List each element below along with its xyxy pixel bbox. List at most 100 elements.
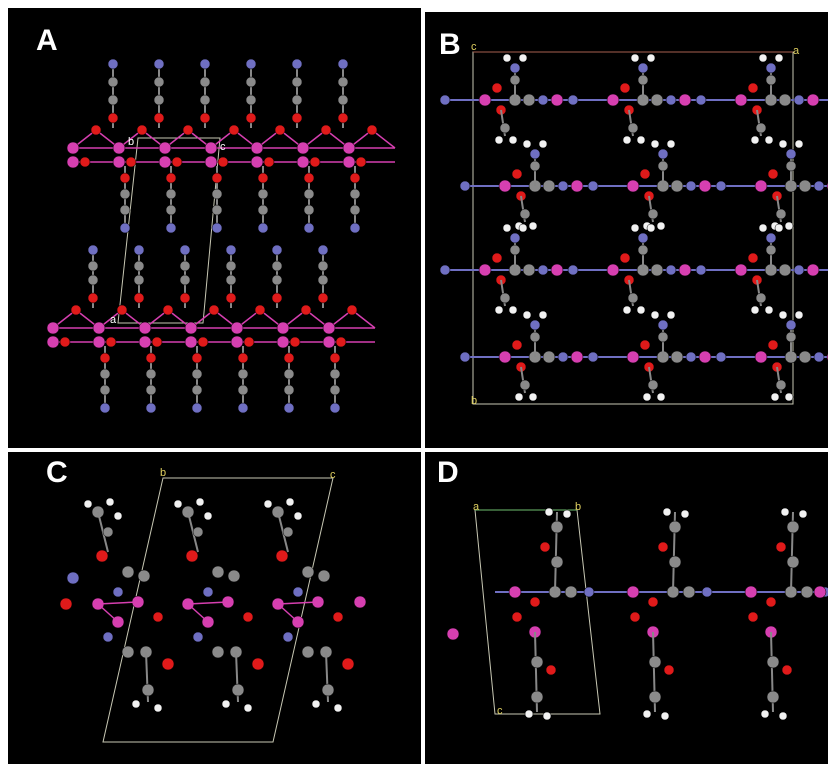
carbon-atom — [542, 350, 556, 364]
metal-atom — [92, 335, 106, 349]
carbon-atom — [153, 76, 165, 88]
hydrogen-atom — [642, 392, 652, 402]
nitrogen-atom — [813, 180, 825, 192]
nitrogen-atom — [537, 94, 549, 106]
hydrogen-atom — [508, 135, 518, 145]
nitrogen-atom — [459, 351, 471, 363]
hydrogen-atom — [680, 509, 690, 519]
metal-atom — [66, 141, 80, 155]
axis-label-b: b — [575, 501, 581, 513]
hydrogen-atom — [538, 310, 548, 320]
carbon-atom — [301, 645, 315, 659]
metal-atom — [446, 627, 460, 641]
nitrogen-atom — [685, 351, 697, 363]
oxygen-atom — [300, 304, 312, 316]
hydrogen-atom — [750, 305, 760, 315]
hydrogen-atom — [542, 711, 552, 721]
nitrogen-atom — [119, 222, 131, 234]
hydrogen-atom — [656, 392, 666, 402]
oxygen-atom — [332, 611, 344, 623]
oxygen-atom — [125, 156, 137, 168]
nitrogen-atom — [657, 319, 669, 331]
hydrogen-atom — [798, 509, 808, 519]
carbon-atom — [141, 683, 155, 697]
nitrogen-atom — [665, 94, 677, 106]
hydrogen-atom — [514, 392, 524, 402]
metal-atom — [230, 321, 244, 335]
axis-label-b: b — [160, 467, 166, 479]
carbon-atom — [199, 76, 211, 88]
hydrogen-atom — [293, 511, 303, 521]
carbon-atom — [785, 160, 797, 172]
nitrogen-atom — [793, 264, 805, 276]
hydrogen-atom — [544, 507, 554, 517]
carbon-atom — [670, 350, 684, 364]
carbon-atom — [225, 260, 237, 272]
metal-atom — [322, 321, 336, 335]
oxygen-atom — [491, 82, 503, 94]
nitrogen-atom — [192, 631, 204, 643]
carbon-atom — [798, 350, 812, 364]
hydrogen-atom — [646, 223, 656, 233]
carbon-atom — [637, 244, 649, 256]
carbon-atom — [119, 188, 131, 200]
oxygen-atom — [254, 304, 266, 316]
hydrogen-atom — [522, 310, 532, 320]
hydrogen-atom — [562, 509, 572, 519]
hydrogen-atom — [173, 499, 183, 509]
carbon-atom — [337, 94, 349, 106]
hydrogen-atom — [656, 221, 666, 231]
hydrogen-atom — [778, 310, 788, 320]
carbon-atom — [329, 384, 341, 396]
oxygen-atom — [153, 112, 165, 124]
carbon-atom — [271, 274, 283, 286]
hydrogen-atom — [494, 305, 504, 315]
oxygen-atom — [291, 112, 303, 124]
panel-d-letter: D — [437, 456, 459, 489]
hydrogen-atom — [770, 392, 780, 402]
metal-atom — [353, 595, 367, 609]
metal-atom — [138, 321, 152, 335]
hydrogen-atom — [522, 139, 532, 149]
nitrogen-atom — [99, 402, 111, 414]
carbon-atom — [317, 274, 329, 286]
oxygen-atom — [251, 657, 265, 671]
metal-atom — [184, 335, 198, 349]
metal-atom — [46, 335, 60, 349]
hydrogen-atom — [784, 221, 794, 231]
metal-atom — [322, 335, 336, 349]
carbon-atom — [237, 368, 249, 380]
hydrogen-atom — [758, 223, 768, 233]
nitrogen-atom — [637, 232, 649, 244]
carbon-atom — [509, 74, 521, 86]
oxygen-atom — [511, 168, 523, 180]
hydrogen-atom — [113, 511, 123, 521]
hydrogen-atom — [774, 53, 784, 63]
metal-atom — [498, 179, 512, 193]
metal-atom — [698, 350, 712, 364]
oxygen-atom — [257, 172, 269, 184]
oxygen-atom — [151, 336, 163, 348]
metal-atom — [204, 155, 218, 169]
metal-atom — [184, 321, 198, 335]
metal-atom — [826, 182, 828, 190]
nitrogen-atom — [102, 631, 114, 643]
carbon-atom — [775, 208, 787, 220]
nitrogen-atom — [509, 232, 521, 244]
metal-atom — [158, 141, 172, 155]
oxygen-atom — [145, 352, 157, 364]
oxygen-atom — [274, 124, 286, 136]
oxygen-atom — [775, 541, 787, 553]
metal-atom — [754, 179, 768, 193]
hydrogen-atom — [764, 305, 774, 315]
nitrogen-atom — [225, 244, 237, 256]
carbon-atom — [225, 274, 237, 286]
oxygen-atom — [161, 657, 175, 671]
oxygen-atom — [133, 292, 145, 304]
oxygen-atom — [165, 172, 177, 184]
oxygen-atom — [79, 156, 91, 168]
hydrogen-atom — [263, 499, 273, 509]
oxygen-atom — [90, 124, 102, 136]
carbon-atom — [191, 368, 203, 380]
